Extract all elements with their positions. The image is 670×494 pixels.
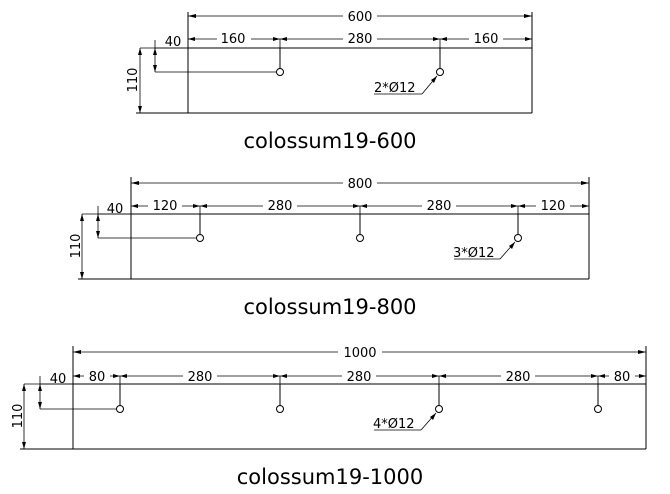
drawing-800: 800 120 280 280 120 [69, 176, 590, 319]
drawing-caption: colossum19-800 [243, 295, 416, 319]
hole-callout-label: 3*Ø12 [453, 246, 495, 261]
segment-label: 280 [427, 199, 452, 214]
offset-dimension: 40 [153, 35, 280, 73]
profile-outline [20, 346, 647, 450]
overall-dimension-label: 600 [348, 10, 373, 25]
offset-label: 40 [165, 35, 182, 50]
hole-callout-label: 2*Ø12 [374, 81, 416, 96]
offset-label: 40 [107, 202, 124, 217]
drawing-1000: 1000 80 280 280 280 [11, 345, 647, 489]
profile-outline [78, 177, 590, 280]
spacing-dimension: 80 280 280 280 80 [73, 369, 646, 409]
hole [276, 48, 284, 76]
segment-label: 280 [347, 370, 372, 385]
hole-callout: 4*Ø12 [373, 412, 437, 432]
height-label: 110 [11, 404, 26, 429]
segment-label: 280 [268, 199, 293, 214]
segment-label: 280 [188, 370, 213, 385]
segment-label: 280 [348, 32, 373, 47]
hole-callout-label: 4*Ø12 [373, 417, 415, 432]
drawing-600: 600 160 280 160 40 [126, 8, 533, 153]
hole [196, 214, 204, 242]
segment-label: 120 [153, 199, 178, 214]
hole [116, 384, 124, 413]
hole [276, 384, 284, 413]
drawing-caption: colossum19-1000 [237, 465, 423, 489]
hole-callout: 2*Ø12 [374, 75, 438, 96]
segment-label: 80 [614, 370, 631, 385]
overall-dimension: 1000 [73, 345, 646, 361]
hole-callout: 3*Ø12 [453, 241, 516, 261]
height-dimension: 110 [69, 213, 131, 279]
segment-label: 160 [474, 32, 499, 47]
height-label: 110 [126, 68, 141, 93]
offset-label: 40 [50, 372, 67, 387]
segment-label: 280 [506, 370, 531, 385]
height-dimension: 110 [126, 47, 188, 113]
drawing-caption: colossum19-600 [243, 129, 416, 153]
hole [356, 214, 364, 242]
segment-label: 120 [541, 199, 566, 214]
profile-outline [136, 12, 533, 114]
hole [514, 214, 522, 242]
height-dimension: 110 [11, 383, 73, 449]
overall-dimension-label: 800 [348, 177, 373, 192]
overall-dimension: 600 [188, 8, 532, 25]
spacing-dimension: 160 280 160 [188, 32, 532, 72]
hole [435, 384, 443, 413]
hole [594, 384, 602, 413]
segment-label: 80 [89, 370, 106, 385]
overall-dimension-label: 1000 [343, 346, 376, 361]
segment-label: 160 [221, 32, 246, 47]
hole [436, 48, 444, 76]
height-label: 110 [69, 234, 84, 259]
overall-dimension: 800 [131, 176, 589, 192]
